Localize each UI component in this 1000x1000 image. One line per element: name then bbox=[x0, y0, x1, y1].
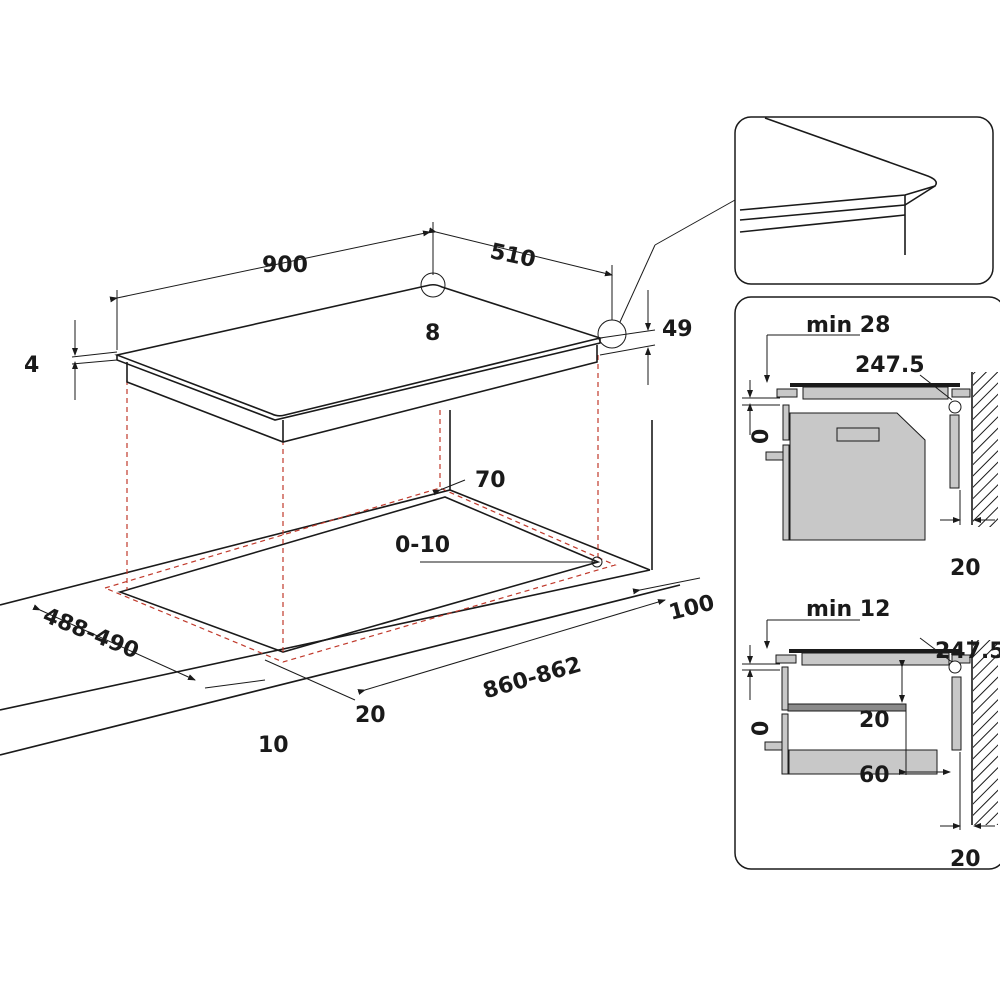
section2-vertical: 0 bbox=[749, 721, 774, 736]
section1-vertical: 0 bbox=[749, 429, 774, 444]
dim-depth: 510 bbox=[488, 239, 538, 273]
dim-back-clearance: 100 bbox=[666, 590, 717, 625]
dim-cutout-depth: 488-490 bbox=[39, 603, 142, 664]
dim-corner-radius: 8 bbox=[425, 321, 440, 346]
dim-width: 900 bbox=[262, 253, 308, 278]
countertop bbox=[0, 410, 681, 756]
dim-front-clearance: 20 bbox=[355, 703, 386, 728]
section2-wall-gap: 20 bbox=[950, 847, 981, 872]
dim-front-min: 10 bbox=[258, 733, 289, 758]
edge-detail-panel bbox=[734, 116, 994, 285]
cutout bbox=[103, 355, 617, 663]
dim-cutout-radius: 0-10 bbox=[395, 533, 450, 558]
section1-min-label: min 28 bbox=[806, 313, 890, 338]
section2-shelf-gap: 20 bbox=[859, 708, 890, 733]
section1-radius: 247.5 bbox=[855, 353, 925, 378]
section-drawer-below bbox=[742, 619, 998, 830]
side-section-panel: min 28 247.5 0 20 bbox=[734, 296, 1000, 872]
dim-total-height: 49 bbox=[662, 317, 693, 342]
section-oven-below bbox=[742, 334, 998, 541]
dimension-lines bbox=[32, 222, 701, 701]
section2-radius: 247.5 bbox=[935, 639, 1000, 664]
section1-wall-gap: 20 bbox=[950, 556, 981, 581]
section2-shelf-depth-gap: 60 bbox=[859, 763, 890, 788]
section2-min-label: min 12 bbox=[806, 597, 890, 622]
dim-cutout-width: 860-862 bbox=[480, 652, 584, 704]
dim-edge-thickness: 4 bbox=[24, 353, 39, 378]
dim-cutout-back-clearance: 70 bbox=[475, 468, 506, 493]
